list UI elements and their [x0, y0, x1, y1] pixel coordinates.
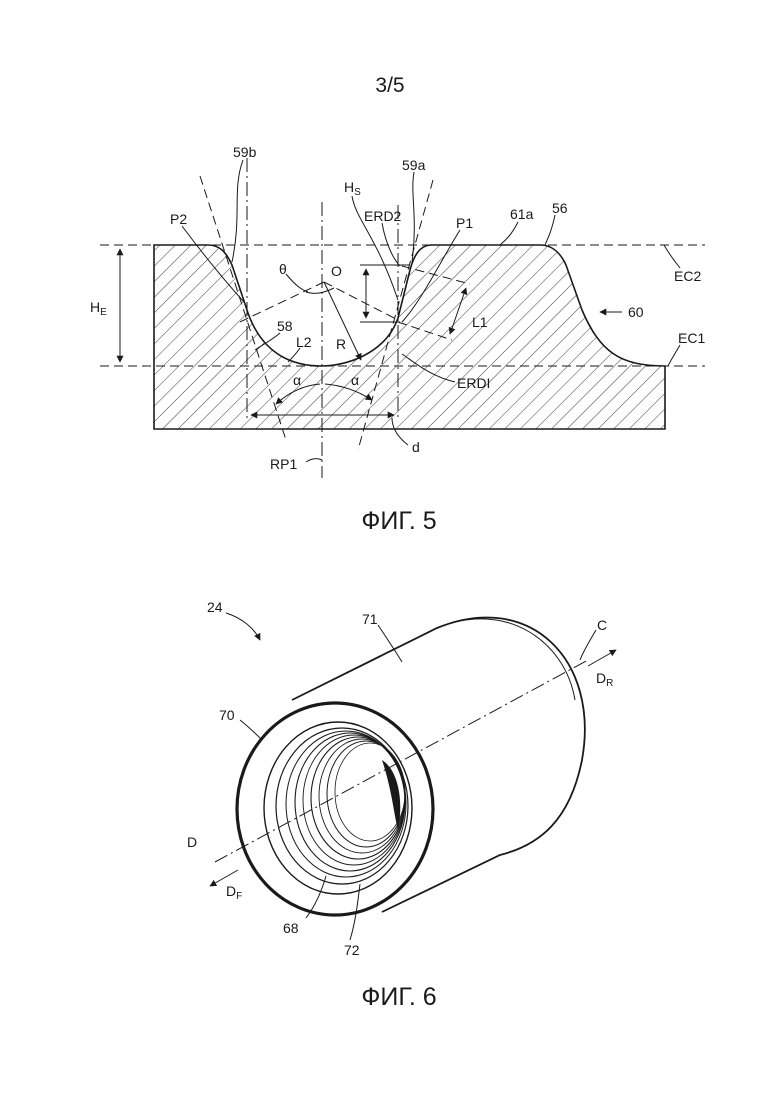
- label-59a: 59a: [402, 157, 426, 173]
- label-dr: DR: [596, 670, 613, 689]
- arrow-dr: [588, 650, 616, 666]
- theta-line-right: [324, 282, 398, 320]
- label-61a: 61a: [510, 206, 534, 222]
- label-71: 71: [362, 611, 378, 627]
- leader-c: [580, 630, 596, 660]
- leader-theta: [286, 274, 308, 292]
- label-erdi: ERDI: [457, 375, 490, 391]
- label-ec1: EC1: [678, 330, 705, 346]
- leader-61a: [500, 222, 518, 245]
- label-hs: HS: [344, 179, 361, 198]
- label-theta: θ: [279, 261, 287, 277]
- label-alpha-right: α: [351, 372, 359, 388]
- label-p2: P2: [170, 211, 187, 227]
- figure-5: 59b 59a HS ERD2 P1 61a 56 P2 HE θ O EC2 …: [90, 144, 705, 535]
- leader-ec1: [668, 345, 680, 366]
- label-70: 70: [219, 707, 235, 723]
- label-d: d: [412, 439, 420, 455]
- leader-56: [545, 215, 555, 245]
- label-68: 68: [283, 920, 299, 936]
- label-o: O: [331, 263, 342, 279]
- label-ec2: EC2: [674, 268, 701, 284]
- figure-5-caption: ФИГ. 5: [361, 507, 436, 535]
- label-59b: 59b: [233, 144, 257, 160]
- label-c: C: [597, 617, 607, 633]
- leader-24: [226, 613, 260, 640]
- label-60: 60: [628, 304, 644, 320]
- figure-6: 24 71 C DR 70 D DF 68 72 ФИГ. 6: [187, 599, 616, 1011]
- leader-l2: [288, 348, 300, 362]
- label-df: DF: [226, 883, 242, 902]
- label-58: 58: [277, 318, 293, 334]
- label-p1: P1: [456, 215, 473, 231]
- leader-70: [240, 720, 262, 740]
- page-number: 3/5: [375, 74, 404, 97]
- label-alpha-left: α: [293, 372, 301, 388]
- label-l1: L1: [472, 314, 488, 330]
- leader-ec2: [664, 245, 680, 268]
- leader-rp1: [306, 459, 322, 462]
- label-he: HE: [90, 299, 107, 318]
- label-24: 24: [207, 599, 223, 615]
- label-r: R: [336, 336, 346, 352]
- leader-59b: [232, 160, 243, 262]
- label-d-axis: D: [187, 834, 197, 850]
- figure-6-caption: ФИГ. 6: [361, 983, 436, 1011]
- label-56: 56: [552, 200, 568, 216]
- label-erd2: ERD2: [364, 208, 402, 224]
- label-rp1: RP1: [270, 456, 297, 472]
- label-72: 72: [344, 942, 360, 958]
- label-l2: L2: [296, 334, 312, 350]
- theta-line-left: [240, 282, 324, 322]
